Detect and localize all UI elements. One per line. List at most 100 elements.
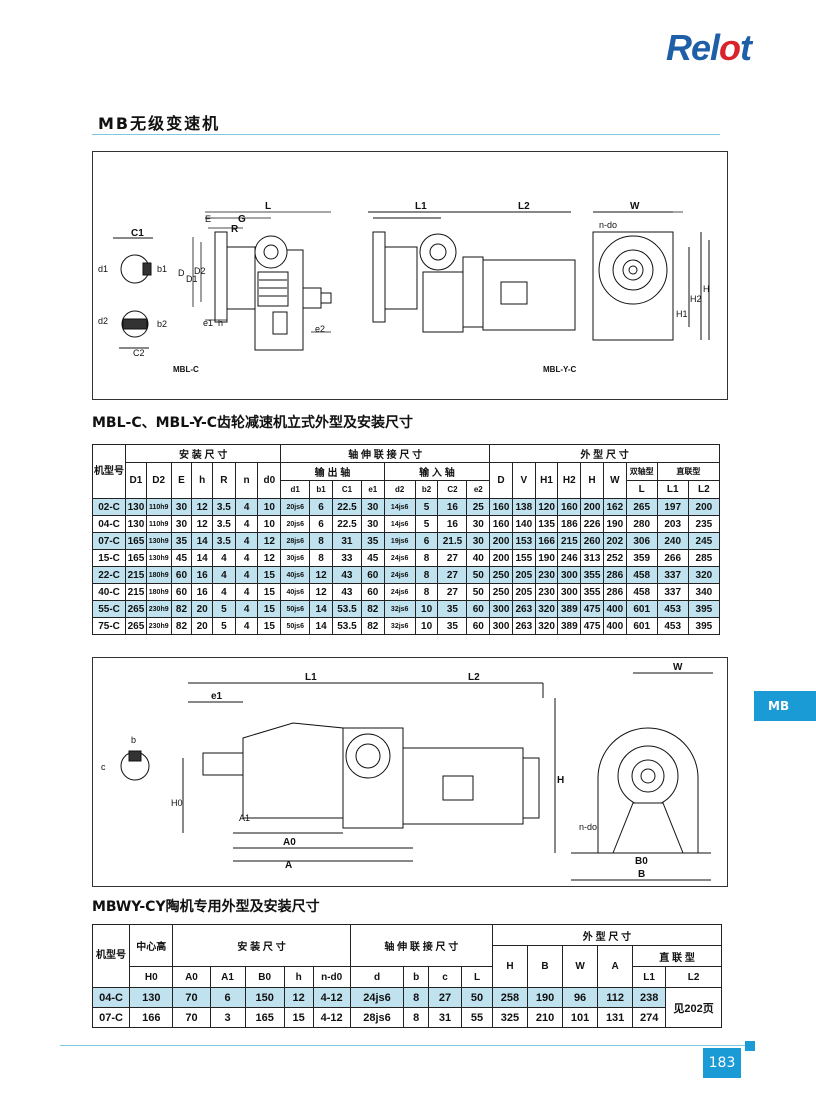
t1-cell: 280 <box>625 515 658 533</box>
t1-cell: 35 <box>437 617 468 635</box>
t1-cell: 82 <box>170 617 193 635</box>
t1-cell: 21.5 <box>437 532 468 550</box>
t1-cell: 215 <box>125 583 147 601</box>
t1-cell: 14 <box>309 600 333 618</box>
t1-cell: 245 <box>687 532 721 550</box>
table2-title: MBWY-CY陶机专用外型及安装尺寸 <box>92 899 320 915</box>
t1-cell: 300 <box>489 617 513 635</box>
t2-cell: 274 <box>632 1007 667 1028</box>
dim2-W: W <box>673 662 683 673</box>
t1-cell: 82 <box>360 617 385 635</box>
t2-cell: 28js6 <box>349 1007 405 1028</box>
t1-direct-type: 直联型 <box>656 462 721 481</box>
t2-model-header: 机型号 <box>91 924 131 988</box>
t1-cell: 389 <box>557 600 582 618</box>
brand-logo: Relot <box>666 27 752 68</box>
dim-L: L <box>265 201 271 212</box>
page-number: 183 <box>703 1048 741 1078</box>
t1-cell: 14js6 <box>383 498 416 516</box>
t1-cell-model: 15-C <box>91 549 127 567</box>
t1-col-W: W <box>602 462 627 499</box>
t1-cell: 5 <box>414 498 439 516</box>
t1-cell: 601 <box>625 600 658 618</box>
t1-cell: 82 <box>360 600 385 618</box>
t1-col-R: R <box>211 462 236 499</box>
t1-cell: 355 <box>580 583 604 601</box>
t1-cell: 3.5 <box>211 498 236 516</box>
t1-cell: 4 <box>234 532 259 550</box>
t1-cell: 5 <box>211 600 236 618</box>
t1-cell: 453 <box>656 617 689 635</box>
t1-col-H1: H1 <box>534 462 559 499</box>
dim2-e1: e1 <box>211 691 223 702</box>
t2-cell: 55 <box>461 1007 493 1028</box>
t1-col-C1: C1 <box>331 480 362 499</box>
t1-cell: 130h9 <box>145 532 172 550</box>
t1-cell: 165 <box>125 532 147 550</box>
t1-cell: 15 <box>257 583 282 601</box>
t1-cell: 458 <box>625 583 658 601</box>
t1-cell: 14 <box>191 549 213 567</box>
t1-cell: 24js6 <box>383 549 416 567</box>
t2-center-height: 中心高 <box>129 924 174 967</box>
t1-cell: 40js6 <box>280 583 311 601</box>
t1-cell: 24js6 <box>383 566 416 584</box>
t1-cell: 12 <box>257 532 282 550</box>
t1-cell: 205 <box>511 566 536 584</box>
t1-col-e1: e1 <box>360 480 385 499</box>
page-corner-mark <box>745 1041 755 1051</box>
t1-cell: 166 <box>534 532 559 550</box>
t1-cell: 30 <box>170 515 193 533</box>
t1-cell: 6 <box>309 498 333 516</box>
t2-cell: 96 <box>562 987 599 1008</box>
t1-cell: 601 <box>625 617 658 635</box>
t1-cell: 60 <box>360 566 385 584</box>
t1-cell: 130 <box>125 515 147 533</box>
t1-cell: 8 <box>309 549 333 567</box>
t1-cell: 300 <box>557 566 582 584</box>
t2-cell: 210 <box>526 1007 564 1028</box>
dim2-A: A <box>285 860 292 871</box>
t1-cell: 60 <box>170 583 193 601</box>
t1-cell: 16 <box>437 498 468 516</box>
t1-cell: 5 <box>414 515 439 533</box>
t1-cell: 8 <box>414 566 439 584</box>
t1-cell: 50 <box>466 583 491 601</box>
t1-cell: 40js6 <box>280 566 311 584</box>
t1-cell: 12 <box>191 515 213 533</box>
dim-W: W <box>630 201 640 212</box>
t1-cell: 16 <box>437 515 468 533</box>
dim-C2: C2 <box>133 348 145 358</box>
t1-cell: 135 <box>534 515 559 533</box>
t2-cell: 70 <box>172 1007 211 1028</box>
t1-cell: 180h9 <box>145 566 172 584</box>
dim-C1: C1 <box>131 228 144 239</box>
t2-col-d: d <box>349 966 405 988</box>
t1-cell: 16 <box>191 583 213 601</box>
t1-col-e2: e2 <box>466 480 491 499</box>
dim2-L1: L1 <box>305 672 317 683</box>
dim-D2: D2 <box>194 266 206 276</box>
t1-cell: 202 <box>602 532 627 550</box>
t1-cell: 16 <box>191 566 213 584</box>
t2-cell-model: 07-C <box>91 1007 131 1028</box>
dim2-b: b <box>131 735 136 745</box>
t1-cell: 286 <box>602 583 627 601</box>
t1-cell: 10 <box>414 600 439 618</box>
t1-cell: 300 <box>489 600 513 618</box>
t1-cell: 35 <box>437 600 468 618</box>
table1-mbl-dimensions: 机型号 安 装 尺 寸 轴 伸 联 接 尺 寸 外 型 尺 寸 D1 D2 E … <box>91 444 721 635</box>
t1-cell: 22.5 <box>331 498 362 516</box>
t1-cell: 263 <box>511 600 536 618</box>
t2-cell: 150 <box>244 987 285 1008</box>
t1-cell: 45 <box>360 549 385 567</box>
t1-cell: 31 <box>331 532 362 550</box>
t1-cell: 120 <box>534 498 559 516</box>
t1-cell: 14 <box>191 532 213 550</box>
t2-shaft-group: 轴 伸 联 接 尺 寸 <box>349 924 493 967</box>
dim-e1: e1 <box>203 318 213 328</box>
